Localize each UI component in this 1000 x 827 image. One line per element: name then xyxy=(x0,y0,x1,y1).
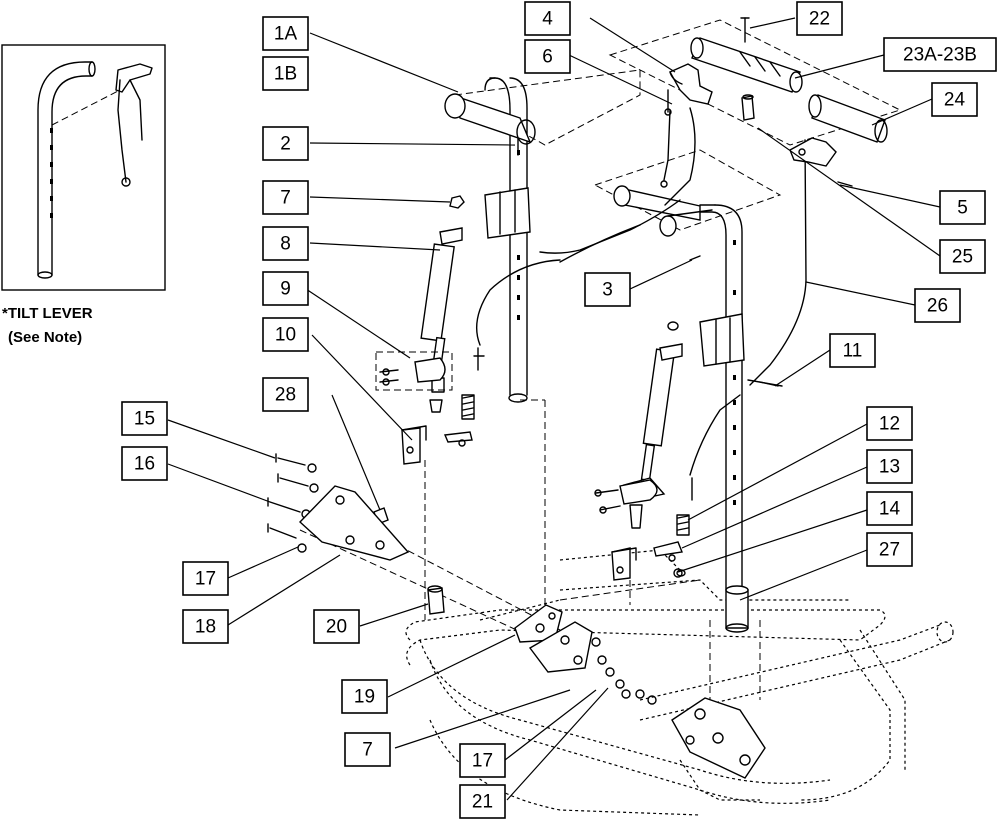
tilt-lever-note-title: *TILT LEVER xyxy=(2,305,93,322)
inset-tube-holes xyxy=(50,128,53,218)
handle-grip-24 xyxy=(808,94,888,143)
callout-11: 11 xyxy=(829,333,876,368)
release-cables xyxy=(473,107,807,501)
callout-7-bottom-label: 7 xyxy=(362,740,373,761)
left-spring xyxy=(461,394,475,420)
callout-9-label: 9 xyxy=(280,279,291,300)
right-spring xyxy=(676,514,690,536)
left-mount-clamp xyxy=(375,351,453,391)
callout-10-label: 10 xyxy=(275,325,296,346)
callout-15-label: 15 xyxy=(134,409,155,430)
leader-lines xyxy=(167,17,941,801)
right-upright-holes xyxy=(733,240,736,505)
callout-1b: 1B xyxy=(262,56,309,91)
callout-16: 16 xyxy=(121,446,168,481)
callout-21: 21 xyxy=(459,784,506,819)
callout-7-top-label: 7 xyxy=(280,188,291,209)
callout-25: 25 xyxy=(939,239,986,274)
callout-13: 13 xyxy=(866,449,913,484)
tilt-lever-inset xyxy=(1,44,166,291)
callout-22-label: 22 xyxy=(809,9,830,30)
tilt-bracket-19 xyxy=(514,604,593,673)
callout-12: 12 xyxy=(866,406,913,441)
callout-22: 22 xyxy=(796,1,843,36)
callout-17-bottom-label: 17 xyxy=(472,751,493,772)
callout-8-label: 8 xyxy=(280,234,291,255)
callout-7-top: 7 xyxy=(262,180,309,215)
callout-27-label: 27 xyxy=(879,540,900,561)
callout-2: 2 xyxy=(262,126,309,161)
mounting-bolts xyxy=(267,453,319,553)
callout-4-label: 4 xyxy=(542,9,553,30)
callout-13-label: 13 xyxy=(879,457,900,478)
callout-25-label: 25 xyxy=(952,247,973,268)
callout-20-label: 20 xyxy=(326,617,347,638)
callout-19-label: 19 xyxy=(354,687,375,708)
callout-24-label: 24 xyxy=(944,90,966,111)
assembly-guide-lines xyxy=(299,19,902,700)
callout-23a-23b-label: 23A-23B xyxy=(903,45,977,66)
callout-15: 15 xyxy=(121,401,168,436)
callout-24: 24 xyxy=(931,82,978,117)
callout-17-left: 17 xyxy=(182,561,229,596)
callout-9: 9 xyxy=(262,271,309,306)
callout-17-left-label: 17 xyxy=(195,569,216,590)
callout-1a: 1A xyxy=(262,16,309,51)
callout-28: 28 xyxy=(262,377,309,412)
callout-5: 5 xyxy=(939,190,986,225)
callout-2-label: 2 xyxy=(280,134,291,155)
right-lower-bracket xyxy=(611,541,683,581)
left-upright-holes xyxy=(517,150,520,320)
right-clamp xyxy=(594,479,658,514)
callout-1a-label: 1A xyxy=(274,24,298,45)
callout-17-bottom: 17 xyxy=(459,743,506,778)
small-hardware xyxy=(373,17,853,633)
callout-6: 6 xyxy=(524,39,571,74)
callout-26: 26 xyxy=(914,288,961,323)
base-frame xyxy=(405,549,954,816)
left-gas-spring xyxy=(420,227,463,413)
callout-14-label: 14 xyxy=(879,499,901,520)
tilt-lever-left-4 xyxy=(669,63,713,105)
callout-1b-label: 1B xyxy=(274,64,297,85)
callout-20: 20 xyxy=(313,609,360,644)
callout-4: 4 xyxy=(524,1,571,36)
left-backrest-upright xyxy=(444,77,536,403)
rear-hinge-bracket xyxy=(671,697,766,779)
callout-7-bottom: 7 xyxy=(344,732,391,767)
callout-14: 14 xyxy=(866,491,913,526)
hardware-21 xyxy=(591,637,657,705)
callout-10: 10 xyxy=(262,317,309,352)
callout-27: 27 xyxy=(866,532,913,567)
callout-16-label: 16 xyxy=(134,454,155,475)
callout-12-label: 12 xyxy=(879,414,900,435)
callout-3-label: 3 xyxy=(602,280,613,301)
tilt-lever-right-5 xyxy=(789,137,837,167)
callout-11-label: 11 xyxy=(843,341,863,362)
callout-19: 19 xyxy=(341,679,388,714)
callout-6-label: 6 xyxy=(542,47,553,68)
callout-28-label: 28 xyxy=(275,385,296,406)
callout-18: 18 xyxy=(182,609,229,644)
callout-3: 3 xyxy=(584,272,631,307)
callout-5-label: 5 xyxy=(957,198,968,219)
tilt-handle-tube xyxy=(690,37,803,121)
callout-21-label: 21 xyxy=(472,792,493,813)
callout-18-label: 18 xyxy=(195,617,216,638)
left-lower-bracket-10 xyxy=(401,425,473,465)
callout-26-label: 26 xyxy=(927,296,948,317)
callout-23a-23b: 23A-23B xyxy=(883,37,997,72)
right-backrest-upright xyxy=(613,185,745,591)
callout-8: 8 xyxy=(262,226,309,261)
tilt-lever-note-subtitle: (See Note) xyxy=(8,329,82,346)
seat-bracket-18 xyxy=(298,485,410,561)
